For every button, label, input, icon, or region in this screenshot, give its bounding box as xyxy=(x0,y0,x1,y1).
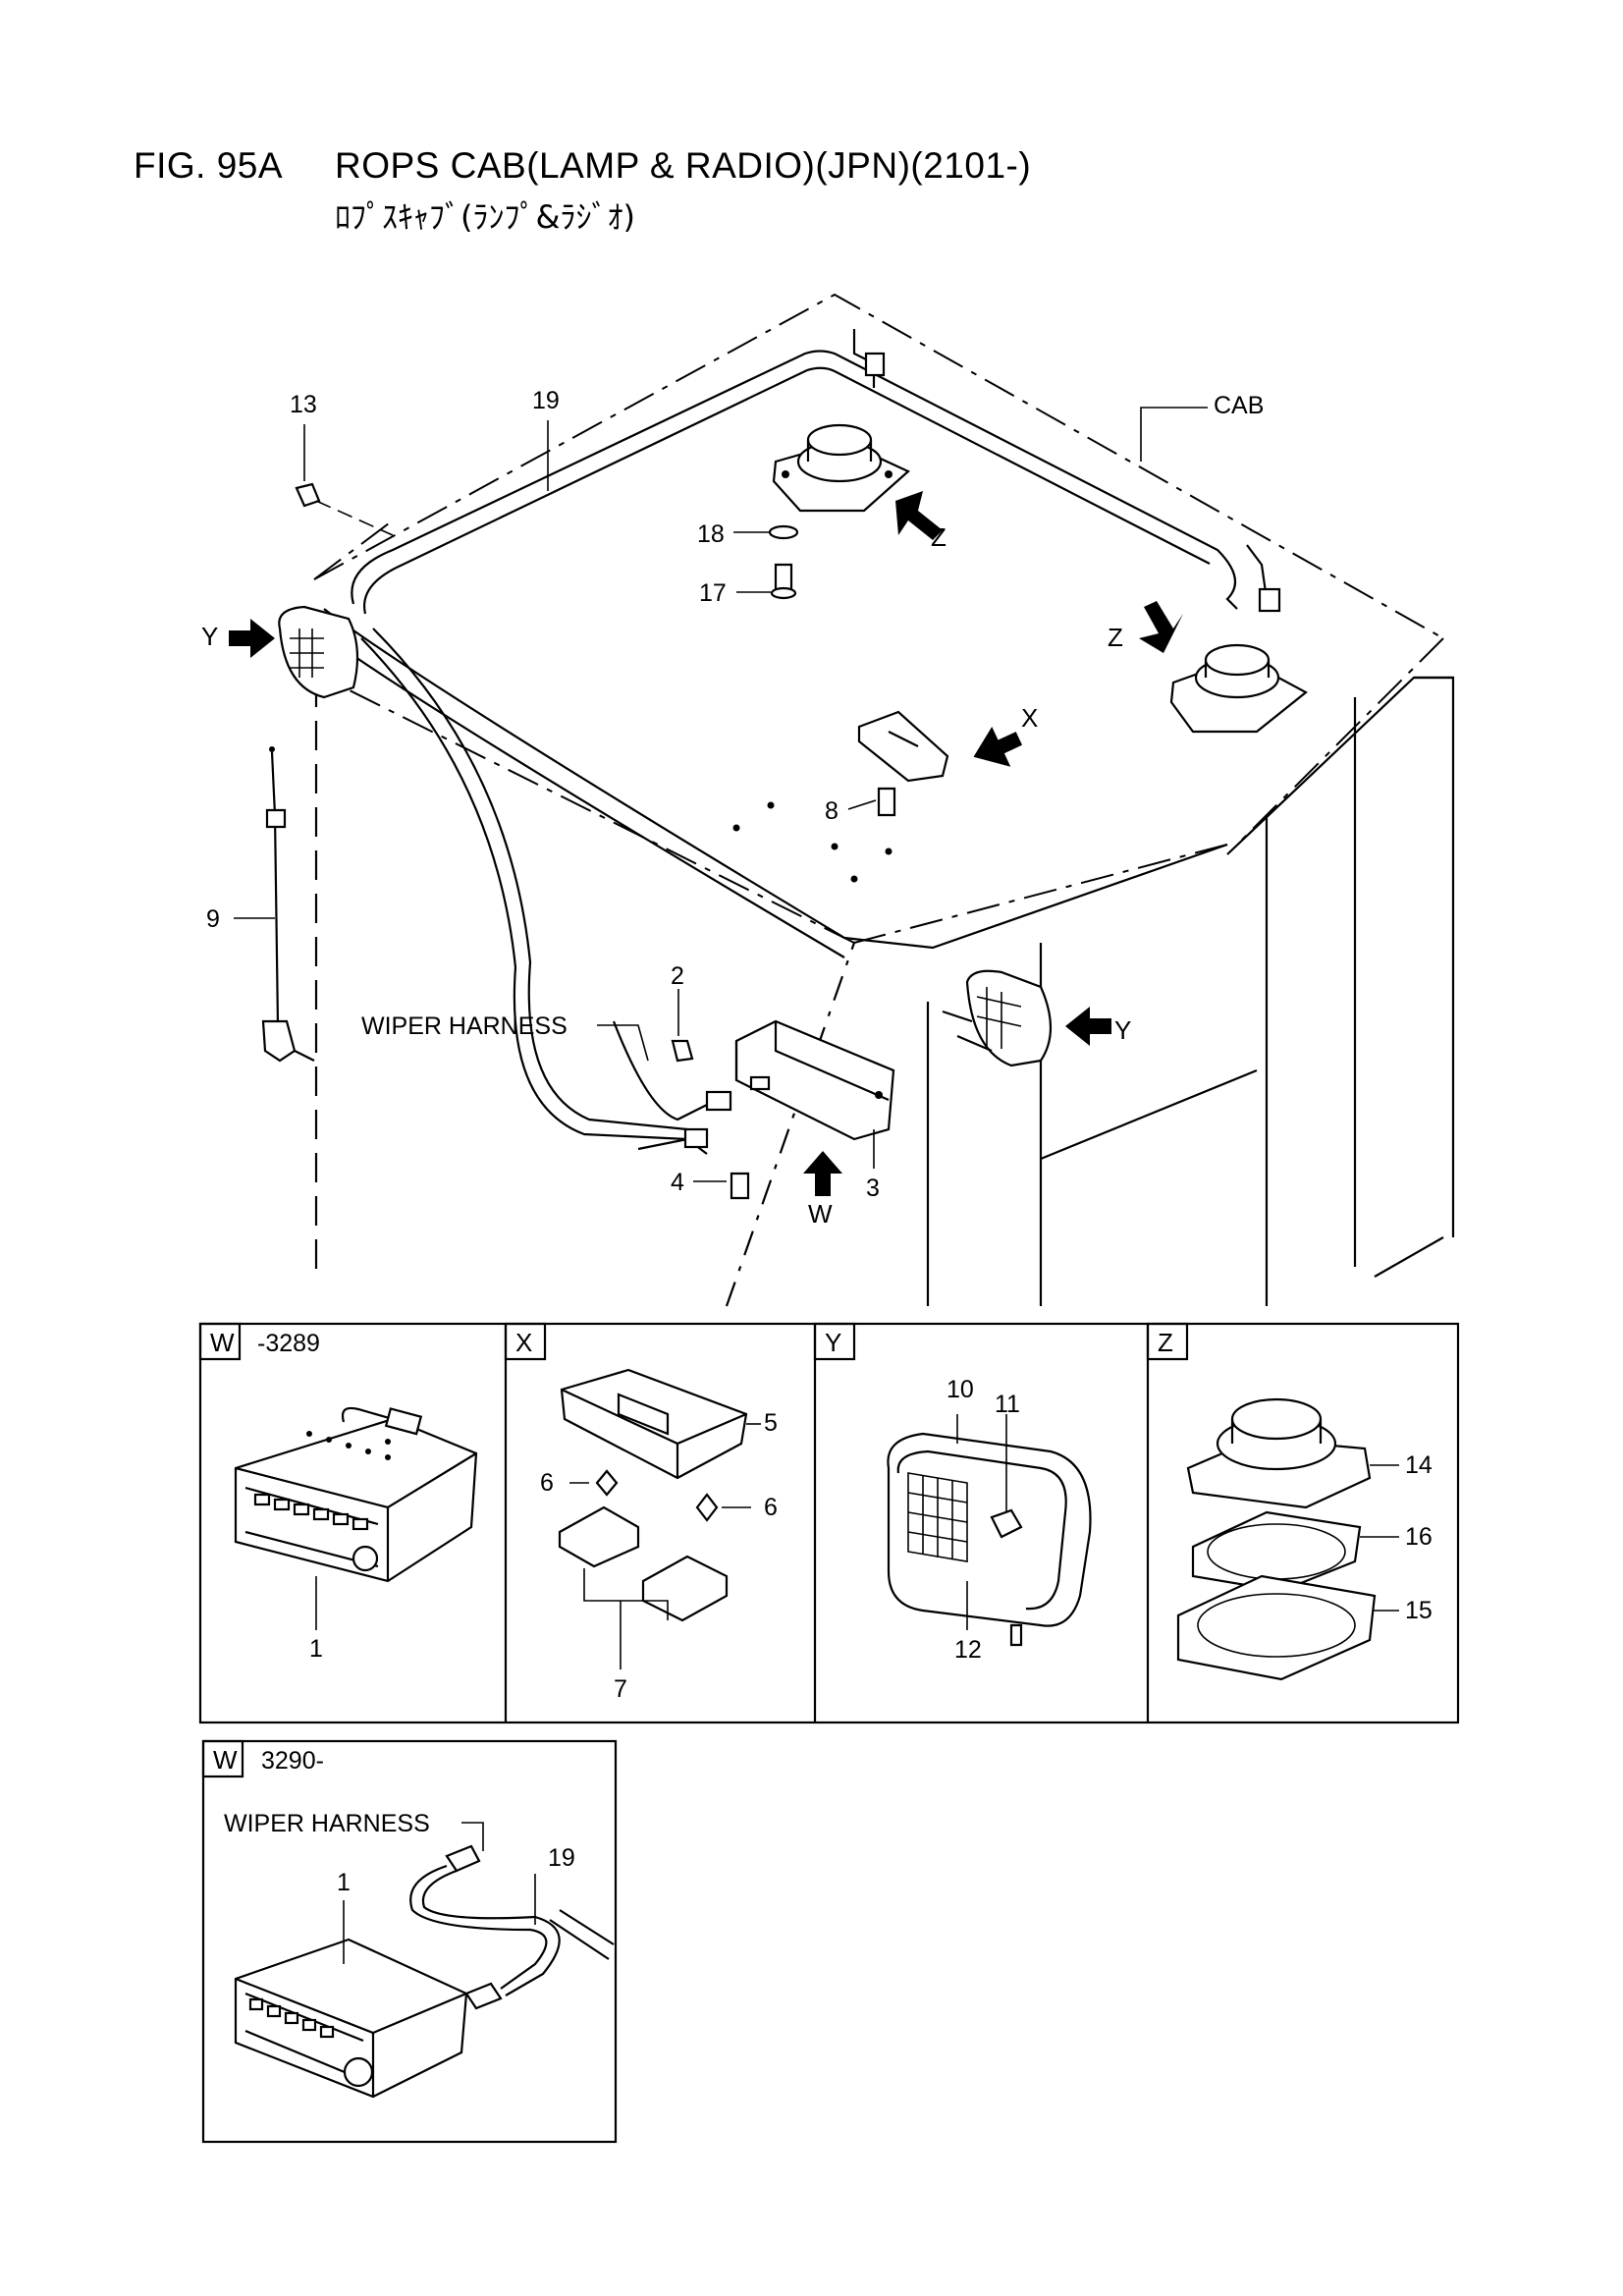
panel-x-callout-6b: 6 xyxy=(764,1494,778,1521)
radio-unit-late xyxy=(234,1822,615,2099)
panel-z-callout-14: 14 xyxy=(1405,1451,1433,1479)
callout-19: 19 xyxy=(532,387,560,414)
view-arrow-y-2: Y xyxy=(1114,1015,1131,1045)
figure-name: ROPS CAB(LAMP & RADIO)(JPN)(2101-) xyxy=(335,145,1032,186)
panel-y-callout-10: 10 xyxy=(947,1376,974,1403)
lower-panel-frame xyxy=(201,1739,618,2144)
panel-w-callout-1: 1 xyxy=(309,1635,323,1663)
view-arrow-z-2: Z xyxy=(1108,623,1123,652)
callout-17: 17 xyxy=(699,579,727,607)
lower-panel-note: 3290- xyxy=(261,1747,324,1775)
panel-z-callout-16: 16 xyxy=(1405,1523,1433,1551)
view-arrow-x: X xyxy=(1021,703,1038,733)
work-lamp-right xyxy=(942,969,1053,1067)
panel-x-callout-7: 7 xyxy=(614,1675,627,1703)
cab-roof-drawing xyxy=(313,293,1455,1307)
work-lamp-detail xyxy=(887,1414,1092,1647)
radio-bracket xyxy=(734,1019,895,1141)
room-lamp-detail xyxy=(558,1368,761,1669)
lower-wiper-harness-label: WIPER HARNESS xyxy=(224,1810,430,1837)
antenna xyxy=(261,746,315,1063)
roof-speaker-right xyxy=(1169,643,1308,734)
panel-z-letter: Z xyxy=(1158,1328,1173,1357)
panel-y-callout-11: 11 xyxy=(995,1391,1020,1418)
callout-4: 4 xyxy=(671,1169,684,1196)
callout-13: 13 xyxy=(290,391,317,418)
panel-y-callout-12: 12 xyxy=(954,1636,982,1664)
figure-title: FIG. 95A ROPS CAB(LAMP & RADIO)(JPN)(2101… xyxy=(134,145,1031,187)
callout-3: 3 xyxy=(866,1175,880,1202)
cab-label: CAB xyxy=(1214,392,1264,419)
panel-x-callout-5: 5 xyxy=(764,1409,778,1437)
figure-number: FIG. 95A xyxy=(134,145,284,186)
callout-18: 18 xyxy=(697,520,725,548)
small-fasteners xyxy=(295,482,896,1200)
callout-2: 2 xyxy=(671,962,684,990)
room-lamp xyxy=(857,710,949,783)
lower-callout-1: 1 xyxy=(337,1869,351,1896)
lower-callout-19: 19 xyxy=(548,1844,575,1872)
callout-9: 9 xyxy=(206,905,220,933)
panel-w-note: -3289 xyxy=(257,1330,320,1357)
view-arrow-w: W xyxy=(808,1199,833,1229)
figure-subtitle: ﾛﾌﾟｽｷｬﾌﾞ(ﾗﾝﾌﾟ&ﾗｼﾞｵ) xyxy=(335,198,635,236)
wiper-harness-connectors xyxy=(612,1020,732,1155)
panel-w-letter: W xyxy=(210,1328,235,1357)
panel-x-callout-6a: 6 xyxy=(540,1469,554,1497)
roof-speaker-left xyxy=(772,423,910,513)
view-arrow-z-1: Z xyxy=(931,522,947,552)
wiper-harness-label: WIPER HARNESS xyxy=(361,1012,568,1040)
main-callout-leaders xyxy=(234,420,877,1182)
panel-z-callout-15: 15 xyxy=(1405,1597,1433,1624)
speaker-detail xyxy=(1176,1397,1399,1681)
view-arrows xyxy=(229,491,1183,1196)
panel-y-letter: Y xyxy=(825,1328,841,1357)
detail-panels-frame xyxy=(198,1322,1460,1724)
lower-panel-letter: W xyxy=(213,1745,238,1775)
radio-unit-early xyxy=(234,1406,478,1630)
work-lamp-left xyxy=(278,605,359,699)
panel-x-letter: X xyxy=(515,1328,532,1357)
callout-8: 8 xyxy=(825,797,839,825)
cab-callout: CAB xyxy=(1140,392,1264,462)
view-arrow-y-1: Y xyxy=(201,622,218,651)
